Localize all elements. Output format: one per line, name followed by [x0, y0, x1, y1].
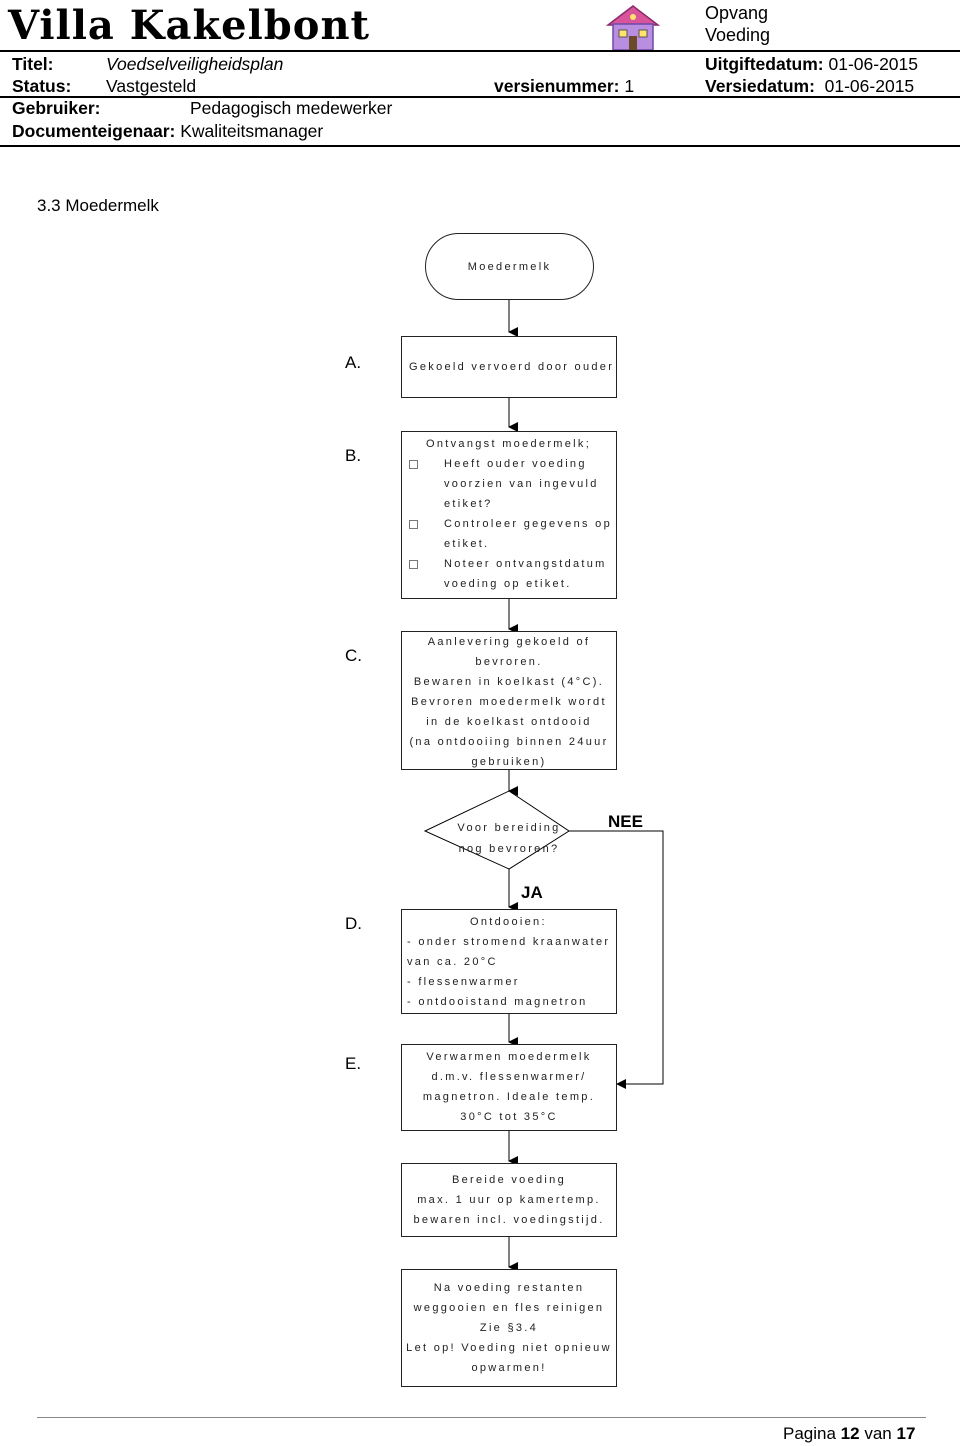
- revision-date: Versiedatum: 01-06-2015: [705, 76, 915, 96]
- step-b-bullet-2: Controleer gegevens op etiket.: [409, 514, 612, 554]
- house-logo-icon: [605, 5, 661, 51]
- step-d-line: - ontdooistand magnetron: [407, 996, 588, 1008]
- bullet-line: etiket?: [444, 498, 493, 510]
- header-divider-bottom: [0, 145, 960, 147]
- step-c-line: gebruiken): [471, 756, 547, 768]
- title-value: Voedselveiligheidsplan: [106, 54, 284, 74]
- checkbox-square-icon: [409, 460, 418, 469]
- category-label: Opvang: [705, 3, 769, 23]
- page-number: Pagina 12 van 17: [783, 1424, 916, 1443]
- arrow-decision-no-to-e: [569, 830, 664, 1089]
- start-label: Moedermelk: [467, 261, 552, 273]
- decision-text: Voor bereiding nog bevroren?: [425, 818, 593, 860]
- step-e-line: Verwarmen moedermelk: [426, 1051, 592, 1063]
- bullet-line: etiket.: [444, 538, 490, 550]
- after-line: Zie §3.4: [479, 1322, 539, 1334]
- after-line: Na voeding restanten: [433, 1282, 585, 1294]
- step-c-line: bevroren.: [475, 656, 543, 668]
- issue-date: Uitgiftedatum: 01-06-2015: [705, 54, 919, 74]
- after-line: Let op! Voeding niet opnieuw: [406, 1342, 612, 1354]
- after-line: weggooien en fles reinigen: [413, 1302, 605, 1314]
- header-divider-top: [0, 50, 960, 52]
- step-e-line: d.m.v. flessenwarmer/: [431, 1071, 587, 1083]
- checkbox-square-icon: [409, 520, 418, 529]
- step-c-box: Aanlevering gekoeld of bevroren. Bewaren…: [401, 631, 617, 770]
- bullet-line: Noteer ontvangstdatum: [444, 558, 607, 570]
- step-b-letter: B.: [345, 446, 362, 465]
- step-b-bullet-3: Noteer ontvangstdatum voeding op etiket.: [409, 554, 612, 594]
- step-a-letter: A.: [345, 353, 362, 372]
- step-c-line: Aanlevering gekoeld of: [427, 636, 591, 648]
- step-d-line: - flessenwarmer: [407, 976, 520, 988]
- step-d-line: Ontdooien:: [470, 916, 547, 928]
- step-e-letter: E.: [345, 1054, 362, 1073]
- step-e-line: magnetron. Ideale temp.: [422, 1091, 596, 1103]
- section-title: 3.3 Moedermelk: [37, 196, 159, 215]
- decision-line: nog bevroren?: [458, 843, 560, 855]
- step-c-line: in de koelkast ontdooid: [426, 716, 592, 728]
- footer-divider: [37, 1417, 926, 1418]
- bullet-line: voeding op etiket.: [444, 578, 572, 590]
- bullet-line: Controleer gegevens op: [444, 518, 613, 530]
- no-label: NEE: [608, 812, 643, 831]
- step-a-box: Gekoeld vervoerd door ouder: [401, 336, 617, 398]
- title-label: Titel:: [12, 54, 54, 74]
- step-d-line: - onder stromend kraanwater: [407, 936, 611, 948]
- step-c-line: Bewaren in koelkast (4°C).: [413, 676, 605, 688]
- step-b-box: Ontvangst moedermelk; Heeft ouder voedin…: [401, 431, 617, 599]
- status-value: Vastgesteld: [106, 76, 197, 96]
- checkbox-square-icon: [409, 560, 418, 569]
- step-e-line: 30°C tot 35°C: [460, 1111, 558, 1123]
- prepare-box: Bereide voeding max. 1 uur op kamertemp.…: [401, 1163, 617, 1237]
- start-terminator: Moedermelk: [425, 233, 594, 300]
- prepare-line: bewaren incl. voedingstijd.: [413, 1214, 605, 1226]
- after-line: opwarmen!: [471, 1362, 547, 1374]
- step-b-heading: Ontvangst moedermelk;: [426, 438, 592, 450]
- status-label: Status:: [12, 76, 72, 96]
- step-a-line: Gekoeld vervoerd door ouder: [409, 361, 615, 373]
- step-d-letter: D.: [345, 914, 362, 933]
- user-label: Gebruiker:: [12, 98, 101, 118]
- after-feeding-box: Na voeding restanten weggooien en fles r…: [401, 1269, 617, 1387]
- subcategory-label: Voeding: [705, 25, 771, 45]
- user-value: Pedagogisch medewerker: [190, 98, 393, 118]
- decision-line: Voor bereiding: [457, 822, 561, 834]
- prepare-line: max. 1 uur op kamertemp.: [417, 1194, 601, 1206]
- step-c-line: Bevroren moedermelk wordt: [411, 696, 607, 708]
- decision-diamond: [423, 790, 570, 870]
- step-b-bullet-1: Heeft ouder voeding voorzien van ingevul…: [409, 454, 612, 514]
- step-d-box: Ontdooien: - onder stromend kraanwater v…: [401, 909, 617, 1014]
- prepare-line: Bereide voeding: [451, 1174, 566, 1186]
- brand-name: Villa Kakelbont: [8, 2, 371, 49]
- bullet-line: Heeft ouder voeding: [444, 458, 587, 470]
- yes-label: JA: [521, 883, 543, 902]
- owner-row: Documenteigenaar: Kwaliteitsmanager: [12, 121, 324, 141]
- bullet-line: voorzien van ingevuld: [444, 478, 599, 490]
- step-e-box: Verwarmen moedermelk d.m.v. flessenwarme…: [401, 1044, 617, 1131]
- step-c-line: (na ontdooiing binnen 24uur: [409, 736, 609, 748]
- step-c-letter: C.: [345, 646, 362, 665]
- step-d-line: van ca. 20°C: [407, 956, 498, 968]
- header-divider-mid: [0, 96, 960, 98]
- version-number: versienummer: 1: [494, 76, 635, 96]
